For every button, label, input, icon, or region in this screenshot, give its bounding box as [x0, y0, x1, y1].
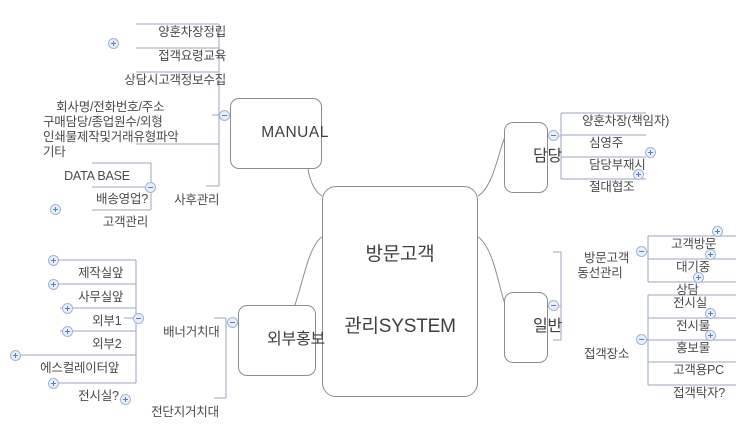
manual-child-1[interactable]: 접객요령교육 — [123, 34, 229, 80]
external-child-banner[interactable]: 배너거치대 — [147, 310, 223, 356]
toggle-external[interactable] — [227, 317, 238, 328]
banner-child-5-label: 전시실? — [78, 389, 119, 403]
jeopgaek-child-2-label: 홍보물 — [676, 341, 710, 355]
branch-external-label: 외부홍보 — [266, 331, 326, 348]
toggle-banner-child-2[interactable] — [62, 303, 73, 314]
manual-child-3-label: 회사명/전화번호/주소 구매담당/종업원수/외형 인쇄물제작및거래유형파악 기타 — [43, 100, 179, 159]
external-child-banner-label: 배너거치대 — [163, 325, 220, 339]
banner-child-3[interactable]: 외부2 — [76, 322, 138, 368]
dongseon-child-1-label: 대기중 — [676, 260, 710, 274]
ilban-child-dongseon-label: 방문고객 동선관리 — [577, 251, 630, 280]
branch-manual-label: MANUAL — [261, 124, 329, 141]
toggle-dongseon-child-1[interactable] — [705, 249, 716, 260]
banner-child-4[interactable]: 에스컬레이터앞 — [24, 346, 140, 392]
jeopgaek-child-4[interactable]: 접객탁자? — [657, 371, 742, 417]
banner-child-1-label: 사무실앞 — [78, 290, 124, 304]
toggle-ilban[interactable] — [548, 300, 559, 311]
toggle-dongseon[interactable] — [636, 246, 647, 257]
sahu-child-2[interactable]: 고객관리 — [55, 200, 151, 246]
jeopgaek-child-3[interactable]: 고객용PC — [657, 348, 742, 394]
damdang-child-2[interactable]: 담당부재시 — [573, 143, 679, 189]
toggle-banner-child-3[interactable] — [62, 326, 73, 337]
toggle-leaflet[interactable] — [120, 394, 131, 405]
root-line-1: 방문고객 — [365, 244, 435, 265]
manual-child-2-label: 상담시고객정보수집 — [124, 73, 226, 87]
banner-child-5[interactable]: 전시실? — [62, 374, 138, 420]
jeopgaek-child-3-label: 고객용PC — [673, 363, 724, 377]
banner-child-4-label: 에스컬레이터앞 — [40, 361, 120, 375]
toggle-banner-child-4[interactable] — [10, 350, 21, 361]
toggle-manual[interactable] — [219, 110, 230, 121]
root-node[interactable]: 방문고객 관리SYSTEM — [322, 186, 478, 397]
damdang-child-0-label: 양훈차장(책임자) — [582, 114, 670, 128]
toggle-sahu-child-2[interactable] — [50, 204, 61, 215]
manual-child-sahu[interactable]: 사후관리 — [158, 178, 224, 224]
branch-manual[interactable]: MANUAL — [230, 98, 328, 169]
toggle-damdang-child-3[interactable] — [633, 169, 644, 180]
toggle-sahu[interactable] — [145, 182, 156, 193]
banner-child-2[interactable]: 외부1 — [76, 299, 138, 345]
damdang-child-1-label: 심영주 — [589, 136, 623, 150]
jeopgaek-child-0-label: 전시실 — [673, 296, 707, 310]
jeopgaek-child-1-label: 전시물 — [676, 319, 710, 333]
toggle-banner[interactable] — [133, 313, 144, 324]
toggle-damdang-child-2[interactable] — [645, 147, 656, 158]
branch-ilban[interactable]: 일반 — [504, 292, 562, 363]
branch-external[interactable]: 외부홍보 — [238, 305, 325, 376]
ilban-child-jeopgaek-label: 접객장소 — [583, 347, 630, 361]
jeopgaek-child-4-label: 접객탁자? — [673, 386, 726, 400]
manual-child-0[interactable]: 양훈차장정립 — [127, 10, 229, 56]
external-child-leaflet[interactable]: 전단지거치대 — [135, 390, 231, 425]
toggle-banner-child-1[interactable] — [48, 279, 59, 290]
dongseon-child-1[interactable]: 대기중 — [660, 245, 736, 291]
manual-child-2[interactable]: 상담시고객정보수집 — [95, 58, 229, 104]
manual-child-3[interactable]: 회사명/전화번호/주소 구매담당/종업원수/외형 인쇄물제작및거래유형파악 기타 — [40, 85, 229, 176]
damdang-child-3[interactable]: 절대협조 — [573, 165, 679, 211]
sahu-child-0[interactable]: DATA BASE — [48, 154, 154, 200]
toggle-jeopgaek-child-2[interactable] — [705, 330, 716, 341]
manual-child-1-label: 접객요령교육 — [158, 49, 226, 63]
dongseon-child-0-label: 고객방문 — [671, 237, 717, 251]
ilban-child-jeopgaek[interactable]: 접객장소 — [561, 332, 639, 378]
dongseon-child-0[interactable]: 고객방문 — [655, 222, 731, 268]
banner-child-0-label: 제작실앞 — [78, 266, 124, 280]
banner-child-0[interactable]: 제작실앞 — [62, 251, 138, 297]
sahu-child-2-label: 고객관리 — [102, 215, 148, 229]
jeopgaek-child-1[interactable]: 전시물 — [660, 304, 736, 350]
ilban-child-dongseon[interactable]: 방문고객 동선관리 — [561, 236, 639, 297]
toggle-jeopgaek-child-1[interactable] — [705, 308, 716, 319]
toggle-damdang[interactable] — [548, 130, 559, 141]
toggle-banner-child-5[interactable] — [48, 378, 59, 389]
damdang-child-3-label: 절대협조 — [589, 180, 635, 194]
jeopgaek-child-2[interactable]: 홍보물 — [660, 326, 736, 372]
damdang-child-2-label: 담당부재시 — [589, 158, 646, 172]
toggle-banner-child-0[interactable] — [48, 255, 59, 266]
damdang-child-0[interactable]: 양훈차장(책임자) — [566, 99, 692, 145]
toggle-jeopgaek[interactable] — [636, 334, 647, 345]
manual-child-sahu-label: 사후관리 — [174, 193, 220, 207]
branch-ilban-label: 일반 — [532, 318, 563, 335]
jeopgaek-child-0[interactable]: 전시실 — [657, 281, 733, 327]
toggle-dongseon-child-2[interactable] — [693, 272, 704, 283]
banner-child-2-label: 외부1 — [92, 314, 122, 328]
manual-child-0-label: 양훈차장정립 — [158, 25, 226, 39]
dongseon-child-2-label: 상담 — [676, 283, 699, 297]
toggle-manual-child-1[interactable] — [108, 38, 119, 49]
external-child-leaflet-label: 전단지거치대 — [151, 405, 219, 419]
sahu-child-1-label: 배송영업? — [96, 192, 148, 206]
root-line-2: 관리SYSTEM — [344, 316, 456, 337]
dongseon-child-2[interactable]: 상담 — [660, 268, 736, 314]
banner-child-1[interactable]: 사무실앞 — [62, 275, 138, 321]
sahu-child-0-label: DATA BASE — [64, 169, 130, 183]
branch-damdang[interactable]: 담당 — [504, 122, 562, 193]
banner-child-3-label: 외부2 — [92, 337, 122, 351]
sahu-child-1[interactable]: 배송영업? — [55, 177, 151, 223]
damdang-child-1[interactable]: 심영주 — [573, 121, 679, 167]
toggle-dongseon-child-0[interactable] — [712, 226, 723, 237]
branch-damdang-label: 담당 — [532, 148, 563, 165]
